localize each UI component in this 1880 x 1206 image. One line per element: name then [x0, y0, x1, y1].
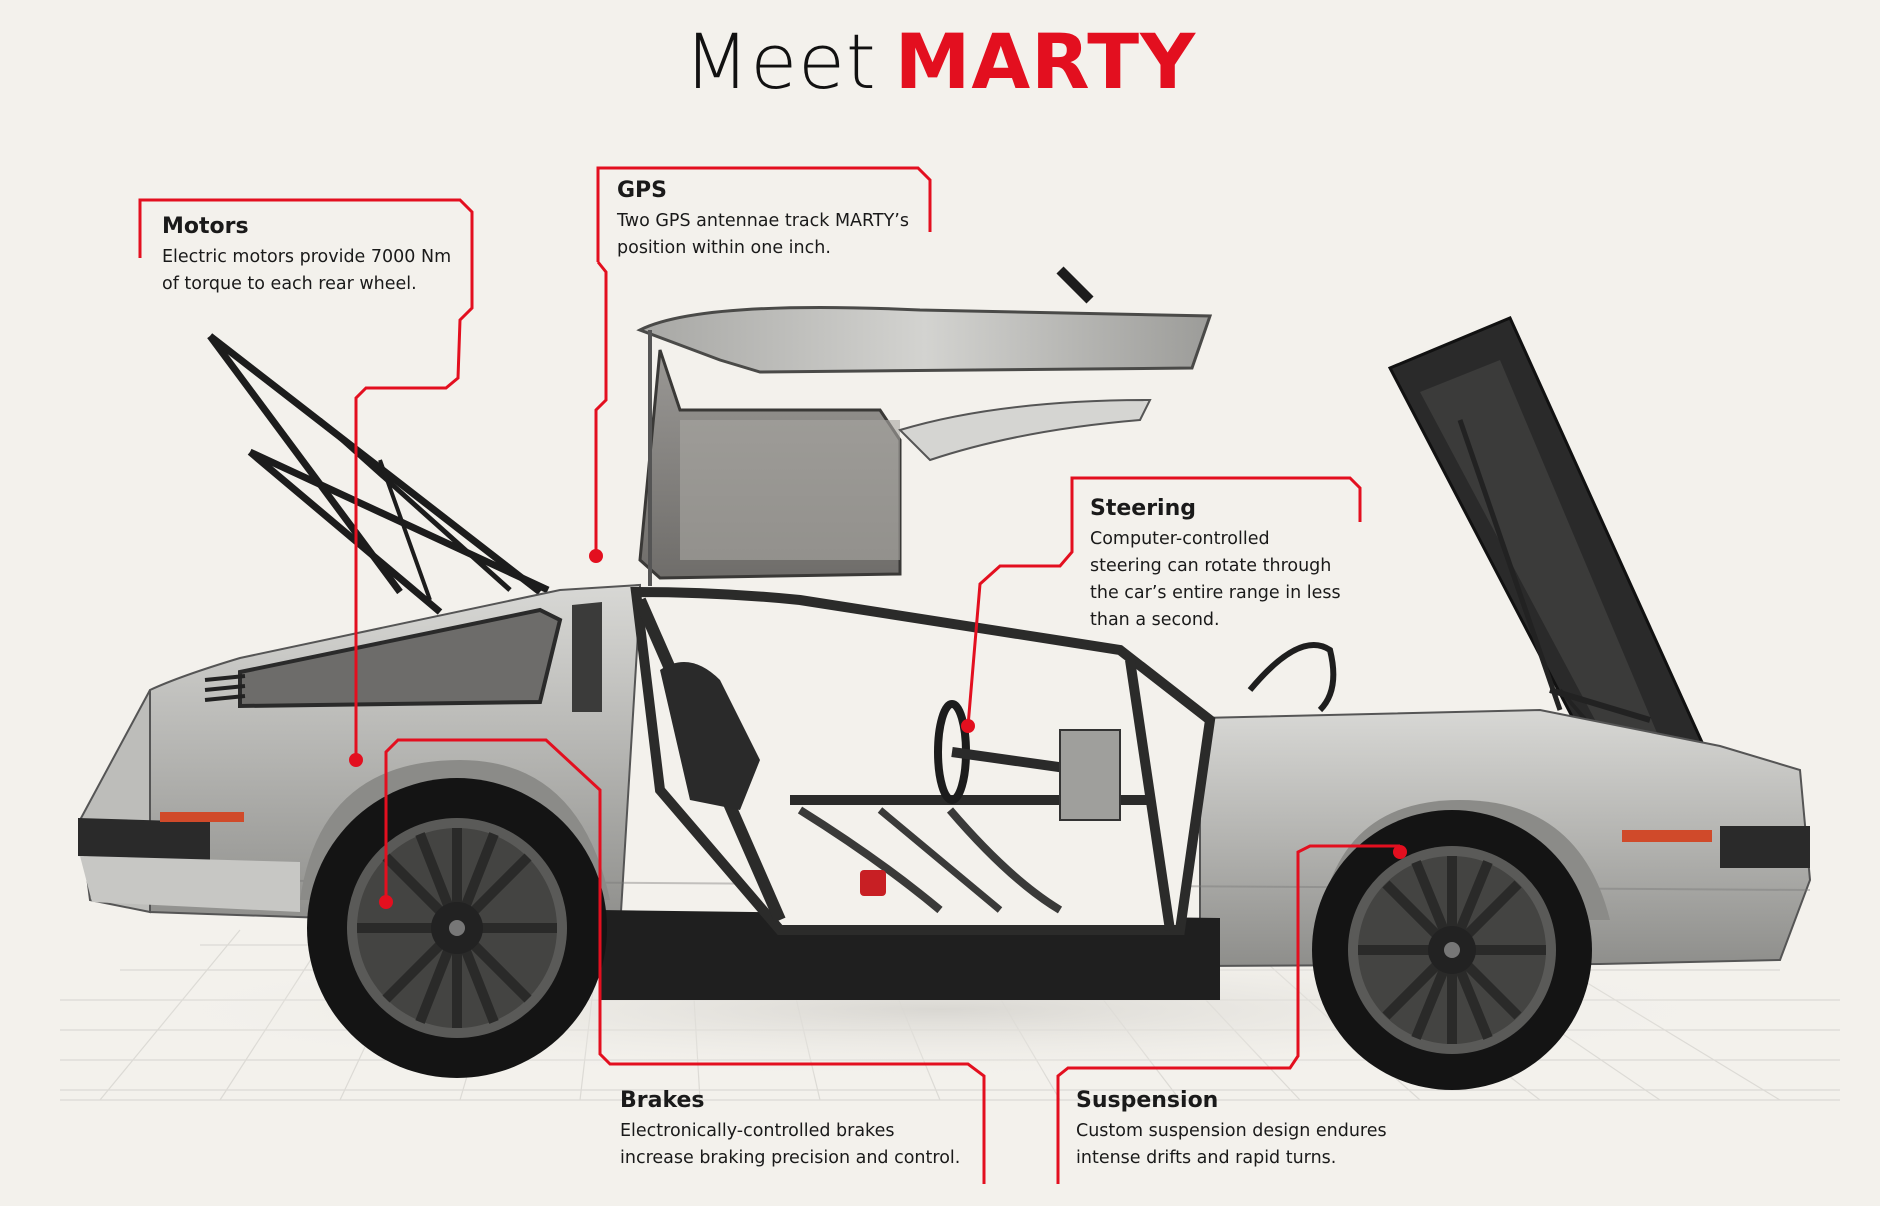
callout-motors: Motors Electric motors provide 7000 Nm o…: [162, 212, 482, 298]
front-hood: [1387, 316, 1713, 772]
callout-gps-heading: GPS: [617, 178, 668, 203]
title-name: MARTY: [894, 17, 1197, 106]
callout-suspension-heading: Suspension: [1076, 1088, 1219, 1113]
callout-gps: GPS Two GPS antennae track MARTY’s posit…: [617, 176, 937, 262]
callout-dots: [349, 549, 1407, 909]
rear-engine-cover: [207, 333, 550, 615]
callout-motors-body: Electric motors provide 7000 Nm of torqu…: [162, 247, 452, 294]
callout-gps-body: Two GPS antennae track MARTY’s position …: [617, 211, 909, 258]
front-wheel: [1312, 810, 1592, 1090]
callout-brakes: Brakes Electronically-controlled brakes …: [620, 1086, 1000, 1172]
callout-brakes-body: Electronically-controlled brakes increas…: [620, 1121, 961, 1168]
callout-steering-heading: Steering: [1090, 496, 1197, 521]
callout-steering: Steering Computer-controlled steering ca…: [1090, 494, 1390, 634]
callout-brakes-heading: Brakes: [620, 1088, 705, 1113]
callout-lines: [138, 166, 1400, 1184]
callout-steering-body: Computer-controlled steering can rotate …: [1090, 529, 1341, 630]
title-prefix: Meet: [683, 17, 877, 106]
rear-wheel: [307, 778, 607, 1078]
callout-suspension-body: Custom suspension design endures intense…: [1076, 1121, 1387, 1168]
callout-suspension: Suspension Custom suspension design endu…: [1076, 1086, 1436, 1172]
gull-wing-door: [636, 266, 1213, 586]
callout-motors-heading: Motors: [162, 214, 249, 239]
